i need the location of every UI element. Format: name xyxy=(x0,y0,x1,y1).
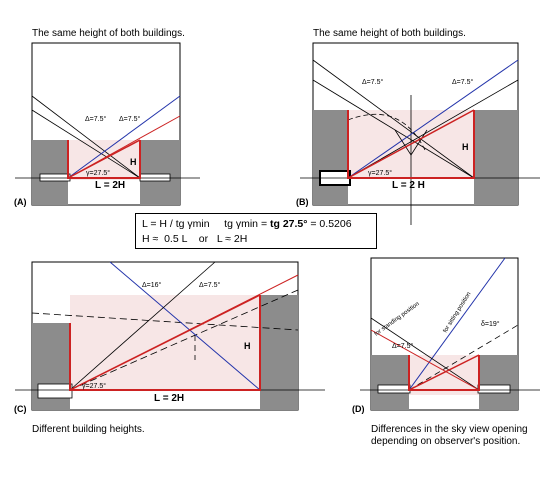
panel-b-height-label: H xyxy=(462,142,469,152)
panel-d-frame xyxy=(370,257,519,411)
panel-c-width-label: L = 2H xyxy=(154,393,184,404)
panel-b-left-building xyxy=(313,110,348,205)
panel-d-sitting-label: for sitting position xyxy=(443,291,473,334)
panel-c-letter: (C) xyxy=(14,404,27,414)
panel-d-left-window xyxy=(377,384,411,394)
panel-c-ray xyxy=(69,261,216,391)
panel-a-letter: (A) xyxy=(14,197,27,207)
panel-b-ray xyxy=(312,59,475,179)
panel-b: Δ=7.5° Δ=7.5° γ=27.5° H L = 2 H xyxy=(300,42,540,225)
panel-c: Δ=16° Δ=7.5° γ=27.5° H L = 2H xyxy=(15,261,325,411)
panel-a-section-outline xyxy=(67,140,141,179)
panel-d-right-window xyxy=(477,384,511,394)
panel-d-standing-label: for standing position xyxy=(374,301,421,337)
formula-line-1-bold: tg 27.5° xyxy=(270,218,308,230)
panel-a-gamma: γ=27.5° xyxy=(86,169,110,177)
panel-c-height-label: H xyxy=(244,341,251,351)
panel-a: Δ=7.5° Δ=7.5° γ=27.5° H L = 2H xyxy=(15,42,200,206)
panel-b-ray xyxy=(312,79,475,179)
panel-a-frame xyxy=(31,42,181,206)
panel-a-sky-angle-line xyxy=(67,139,141,179)
panel-d-section-outline xyxy=(408,355,480,391)
panel-a-right-window xyxy=(139,173,171,182)
panel-a-delta-left: Δ=7.5° xyxy=(85,115,106,123)
panel-a-caption: The same height of both buildings. xyxy=(32,28,185,39)
panel-b-caption: The same height of both buildings. xyxy=(313,28,466,39)
panel-d-left-building xyxy=(371,355,409,410)
panel-b-blue-ray xyxy=(347,59,519,179)
panel-b-section-outline xyxy=(347,110,475,179)
panel-d-delta-left: Δ=7.5° xyxy=(392,342,413,350)
panel-d-dashed-ray xyxy=(408,324,519,391)
panel-d-caption-line2: depending on observer's position. xyxy=(371,436,521,447)
panel-d-right-building xyxy=(479,355,518,410)
panel-a-ray xyxy=(31,109,141,179)
panel-b-ray xyxy=(347,79,519,179)
panel-b-delta-right: Δ=7.5° xyxy=(452,78,473,86)
panel-b-delta-left: Δ=7.5° xyxy=(362,78,383,86)
panel-c-sky-angle-line xyxy=(69,294,261,391)
panel-a-blue-ray xyxy=(67,95,181,179)
panel-d-ray xyxy=(370,317,480,391)
panel-c-window xyxy=(37,383,73,399)
formula-line-1-end: = 0.5206 xyxy=(307,218,352,230)
panel-a-left-window xyxy=(39,173,71,182)
formula-line-2: H ≈ 0.5 L or L ≈ 2H xyxy=(142,233,248,245)
panel-a-ray xyxy=(31,95,141,179)
panel-d-delta-right: δ=19° xyxy=(481,320,500,328)
panel-c-blue-ray xyxy=(109,261,261,391)
formula-box: L = H / tg γmin tg γmin = tg 27.5° = 0.5… xyxy=(135,213,377,249)
panel-c-caption: Different building heights. xyxy=(32,424,145,435)
panel-d-letter: (D) xyxy=(352,404,365,414)
panel-b-width-label: L = 2 H xyxy=(392,180,425,191)
panel-d-red-ray xyxy=(370,329,480,391)
panel-c-dashed-ray xyxy=(69,289,299,391)
panel-c-section-outline xyxy=(69,295,261,391)
formula-line-1: L = H / tg γmin tg γmin = tg 27.5° = 0.5… xyxy=(142,218,352,230)
panel-a-width-label: L = 2H xyxy=(95,180,125,191)
panel-d-sky-angle-line xyxy=(408,354,480,391)
panel-a-height-label: H xyxy=(130,157,137,167)
panel-a-delta-right: Δ=7.5° xyxy=(119,115,140,123)
panel-b-letter: (B) xyxy=(296,197,309,207)
panel-c-delta-right: Δ=7.5° xyxy=(199,281,220,289)
panel-d-blue-ray xyxy=(408,257,506,391)
panel-a-right-building xyxy=(140,140,180,205)
panel-b-gamma: γ=27.5° xyxy=(368,169,392,177)
panel-b-right-building xyxy=(474,110,518,205)
panel-c-delta-left: Δ=16° xyxy=(142,281,162,289)
panel-a-left-building xyxy=(32,140,68,205)
panel-c-gamma: γ=27.5° xyxy=(82,382,106,390)
panel-d-caption-line1: Differences in the sky view opening xyxy=(371,424,528,435)
panel-c-right-building xyxy=(260,295,298,410)
panel-d: for standing position for sitting positi… xyxy=(360,257,540,411)
formula-line-1-start: L = H / tg γmin tg γmin = xyxy=(142,218,270,230)
panel-c-dashed-ray xyxy=(31,312,299,331)
panel-b-sky-angle-line xyxy=(347,109,475,179)
